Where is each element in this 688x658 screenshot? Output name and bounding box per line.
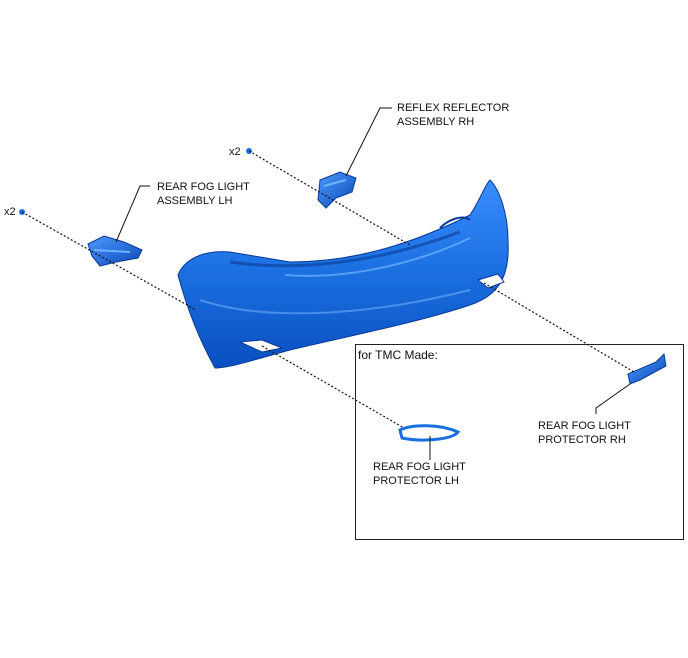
leader-lines — [115, 107, 631, 460]
label-reflex-reflector: REFLEX REFLECTOR ASSEMBLY RH — [397, 101, 509, 129]
inset-title: for TMC Made: — [358, 348, 438, 362]
qty-fog-lh-screw: x2 — [4, 206, 16, 218]
rear-fog-light-protector-lh-part — [398, 424, 461, 442]
label-line-1: REAR FOG LIGHT — [373, 461, 466, 473]
assembly-lines — [21, 150, 635, 429]
label-line-2: ASSEMBLY LH — [157, 195, 233, 207]
label-line-2: PROTECTOR LH — [373, 475, 459, 487]
reflex-reflector-part — [317, 171, 357, 209]
label-line-2: PROTECTOR RH — [538, 434, 626, 446]
label-line-1: REAR FOG LIGHT — [538, 420, 631, 432]
qty-reflector-screw: x2 — [229, 146, 241, 158]
label-protector-lh: REAR FOG LIGHT PROTECTOR LH — [373, 460, 466, 488]
label-line-2: ASSEMBLY RH — [397, 116, 475, 128]
label-line-1: REAR FOG LIGHT — [157, 181, 250, 193]
rear-bumper-cover — [177, 179, 509, 369]
rear-fog-light-assembly-lh-part — [87, 235, 143, 267]
label-line-1: REFLEX REFLECTOR — [397, 102, 510, 114]
inset-tmc-made — [355, 344, 684, 540]
label-fog-light-lh: REAR FOG LIGHT ASSEMBLY LH — [157, 180, 250, 208]
label-protector-rh: REAR FOG LIGHT PROTECTOR RH — [538, 419, 631, 447]
